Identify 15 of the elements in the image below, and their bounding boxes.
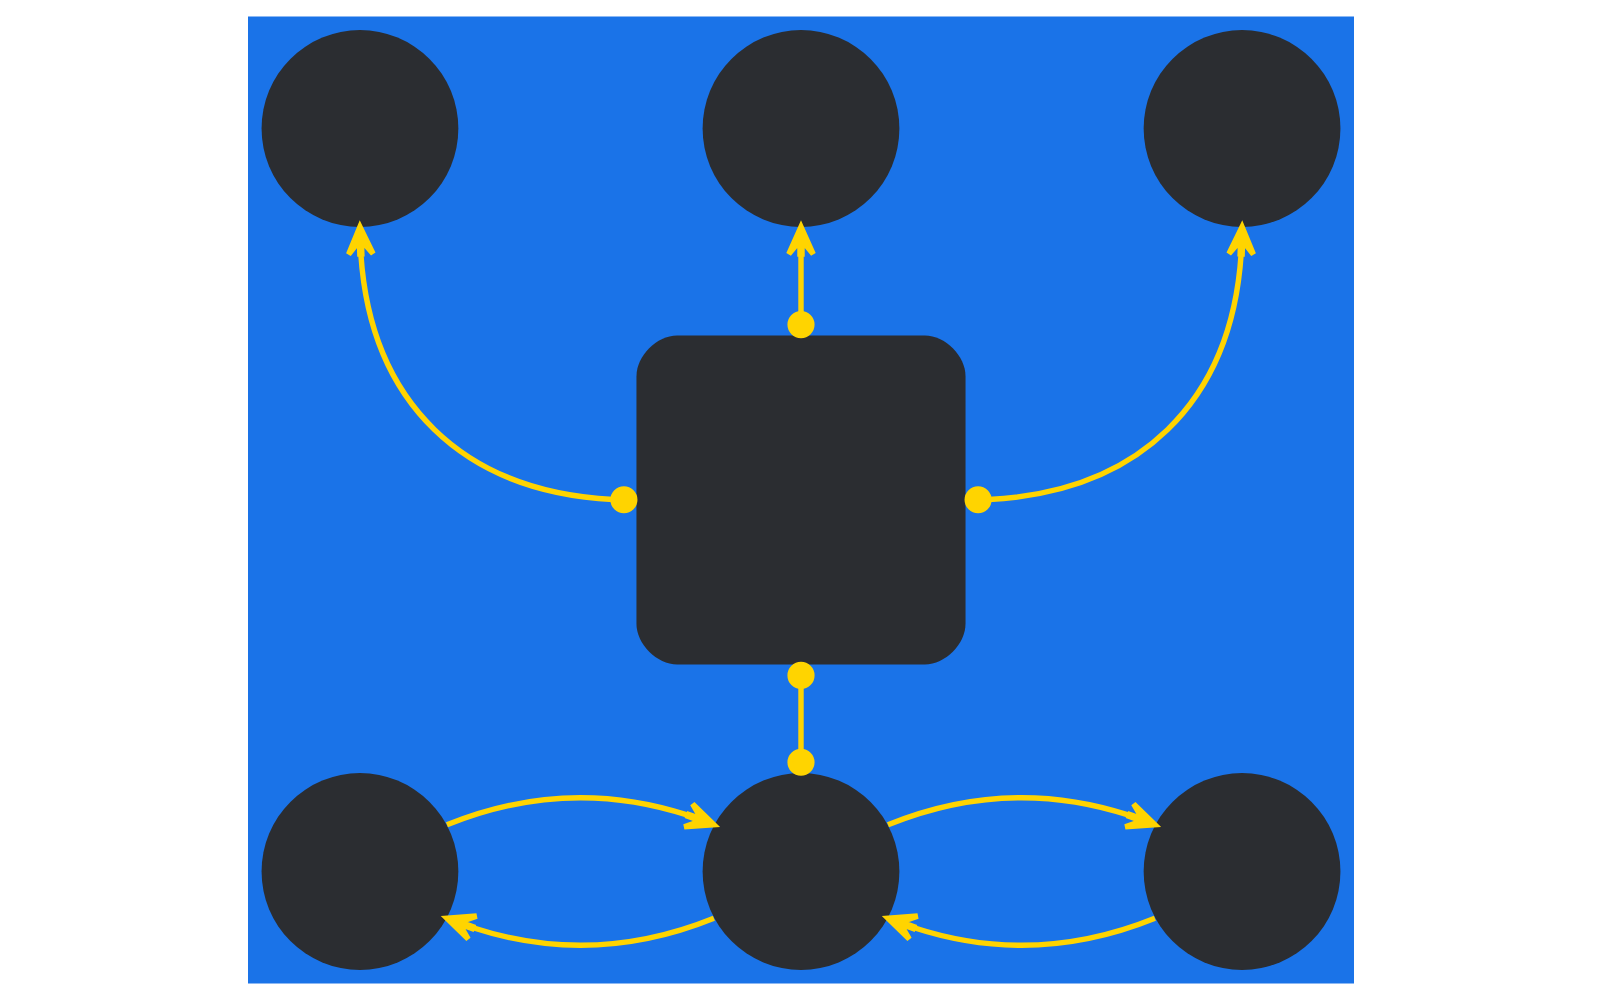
arrow [785,224,815,339]
arrow [445,795,716,830]
node-circle [1142,30,1340,227]
node-circle [701,30,899,227]
arrow [443,913,714,948]
arrow [963,224,1256,514]
node-circle [260,773,458,970]
node-circle [701,773,899,970]
arrow [344,224,637,514]
arrow [886,795,1157,830]
node-circle [1142,773,1340,970]
node-circle [260,30,458,227]
connector [786,661,814,776]
node-box [635,335,965,665]
arrow [884,913,1155,948]
